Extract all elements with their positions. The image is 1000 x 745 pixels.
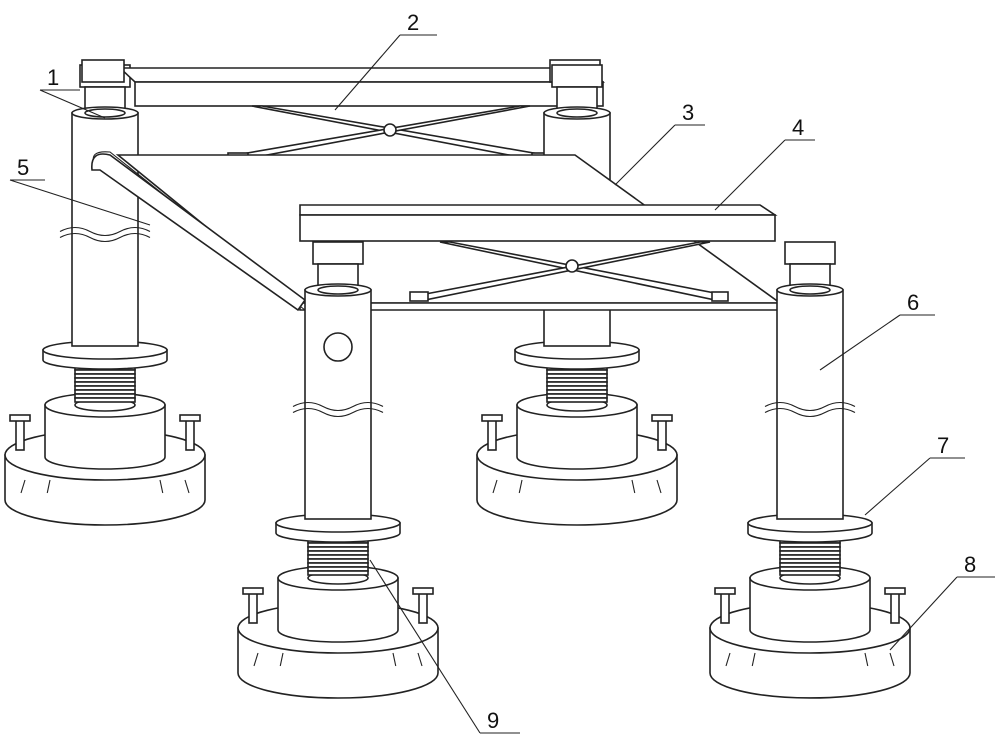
column-bore — [790, 286, 830, 294]
bolt — [186, 420, 194, 450]
bolt — [658, 420, 666, 450]
back-top-beam — [82, 60, 603, 106]
part-label-9: 2 — [407, 10, 419, 35]
part-label-7: 3 — [682, 100, 694, 125]
column-bore — [85, 109, 125, 117]
back-scissor-linkage — [228, 106, 548, 162]
column — [777, 290, 843, 519]
bolt — [488, 420, 496, 450]
column-hole — [324, 333, 352, 361]
leg-cap — [552, 65, 602, 87]
spring-coil — [780, 571, 840, 575]
leg-cap — [785, 242, 835, 264]
leg-cap — [313, 242, 363, 264]
spring-coil — [308, 571, 368, 575]
part-label-3: 7 — [937, 433, 949, 458]
part-label-1: 8 — [964, 552, 976, 577]
leader-line — [865, 458, 930, 515]
part-label-5: 5 — [17, 155, 29, 180]
bolt — [721, 593, 729, 623]
bolt-head — [413, 588, 433, 594]
bolt — [249, 593, 257, 623]
part-label-4: 9 — [487, 708, 499, 733]
bolt-head — [10, 415, 30, 421]
part-label-6: 1 — [47, 65, 59, 90]
bolt-head — [715, 588, 735, 594]
back-left-leg — [5, 65, 205, 525]
bolt — [891, 593, 899, 623]
leader-line — [615, 125, 675, 185]
bolt — [419, 593, 427, 623]
bolt — [16, 420, 24, 450]
part-label-2: 6 — [907, 290, 919, 315]
column — [305, 290, 371, 519]
leader-line — [715, 140, 785, 210]
part-label-8: 4 — [792, 115, 804, 140]
spring-coil — [547, 398, 607, 402]
bolt-head — [652, 415, 672, 421]
bolt-head — [482, 415, 502, 421]
column — [72, 113, 138, 346]
bolt-head — [243, 588, 263, 594]
bolt-head — [885, 588, 905, 594]
column-bore — [318, 286, 358, 294]
column-bore — [557, 109, 597, 117]
bolt-head — [180, 415, 200, 421]
spring-coil — [75, 398, 135, 402]
